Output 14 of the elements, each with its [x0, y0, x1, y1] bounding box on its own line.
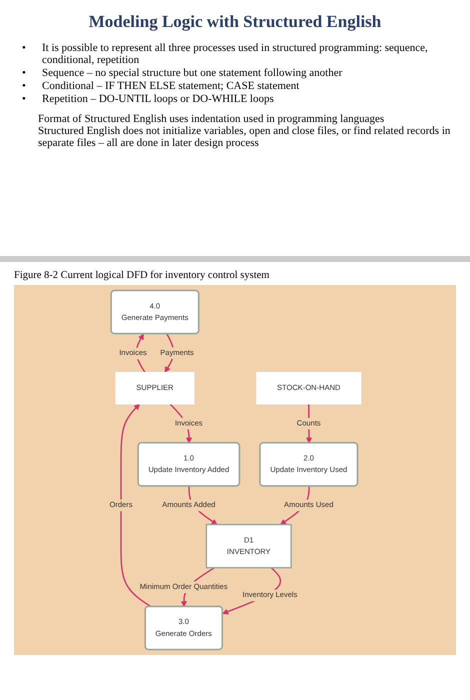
bullet-mark: •	[22, 93, 27, 105]
paragraph-text: Structured English does not initialize variables, open and close files, or find related records in separate files – all are done in later design process	[38, 125, 452, 149]
paragraph-text: Format of Structured English uses indentation used in programming languages	[38, 113, 386, 125]
bullet-mark: •	[22, 80, 27, 92]
arrow	[120, 404, 152, 608]
bullet-mark: •	[22, 42, 27, 56]
figure-caption: Figure 8-2 Current logical DFD for inventory control system	[14, 270, 270, 281]
slide-title: Modeling Logic with Structured English	[88, 12, 382, 32]
bullet-text: Conditional – IF THEN ELSE statement; CASE statement	[42, 80, 300, 92]
bullet-text: Sequence – no special structure but one statement following another	[42, 67, 342, 79]
bullet-text: Repetition – DO-UNTIL loops or DO-WHILE loops	[42, 93, 274, 105]
arrow	[306, 404, 312, 444]
bullet-mark: •	[22, 67, 27, 79]
bullet-text: It is possible to represent all three processes used in structured programming: sequence, conditional, repetition	[42, 42, 429, 66]
